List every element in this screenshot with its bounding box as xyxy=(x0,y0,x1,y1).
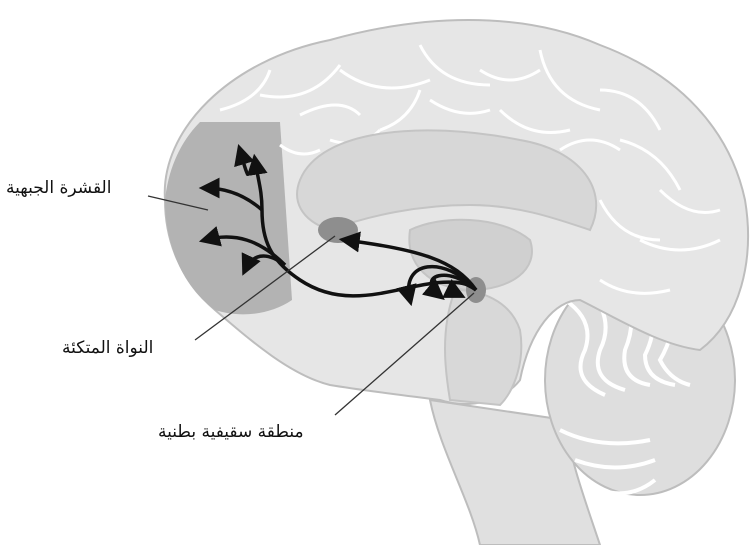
frontal-cortex-region xyxy=(165,122,292,314)
label-nucleus-accumbens: النواة المتكئة xyxy=(62,338,153,358)
label-ventral-tegmental-area: منطقة سقيفية بطنية xyxy=(158,422,304,442)
nucleus-accumbens-marker xyxy=(318,217,358,243)
label-frontal-cortex: القشرة الجبهية xyxy=(6,178,111,198)
